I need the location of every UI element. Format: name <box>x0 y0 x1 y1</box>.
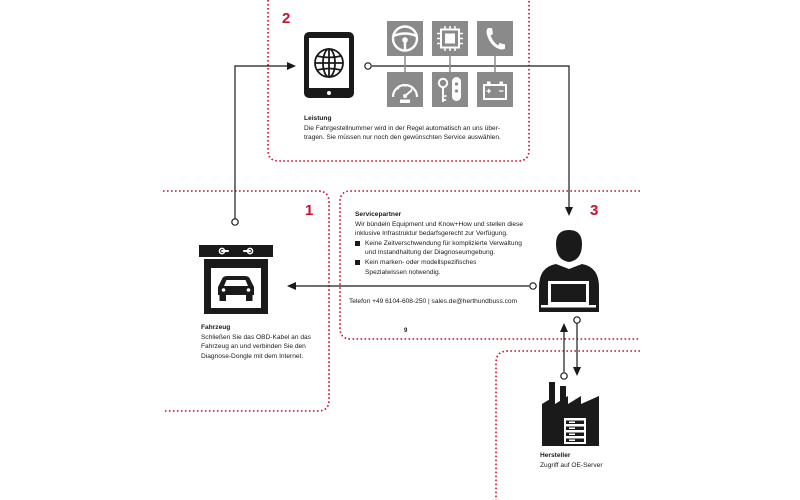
step-1-line: Schließen Sie das OBD-Kabel an das <box>201 333 311 341</box>
step-3-bullet: Keine Zeitverschwendung für komplizierte… <box>355 239 555 258</box>
region-border-step2 <box>267 0 530 162</box>
arrow-vehicle-to-service <box>234 65 288 219</box>
region-borders <box>163 0 640 500</box>
step-1-line: Fahrzeug an und verbinden Sie den <box>201 343 306 351</box>
tablet-globe-icon <box>304 32 354 98</box>
step-4-line: Zugriff auf OE-Server <box>540 461 603 469</box>
step-2-title: Leistung <box>304 115 332 122</box>
step-number-1: 1 <box>305 202 314 219</box>
person-laptop-icon <box>539 230 599 312</box>
bullet-marker <box>355 260 360 265</box>
connector-dot <box>573 316 581 324</box>
connector-dot <box>529 282 537 290</box>
speedometer-icon <box>387 72 423 107</box>
connector-dot <box>364 62 372 70</box>
step-4-text: Hersteller Zugriff auf OE-Server <box>540 451 640 470</box>
step-number-3: 3 <box>590 202 599 219</box>
region-border-step3 <box>339 190 640 340</box>
step-3-bullet-line: Spezialwissen notwendig. <box>365 268 441 276</box>
step-3-bullet: Kein marken- oder modellspezifisches Spe… <box>355 258 555 277</box>
region-border-step4 <box>495 350 640 500</box>
region-border-step1 <box>163 190 330 412</box>
page-number: 9 <box>404 328 408 334</box>
connector-dot <box>231 218 239 226</box>
step-3-line: Wir bündeln Equipment und Know+How und s… <box>355 220 524 228</box>
arrowhead-partner <box>565 207 573 216</box>
step-1-text: Fahrzeug Schließen Sie das OBD-Kabel an … <box>201 323 323 361</box>
step-3-bullet-line: und Instandhaltung der Diagnoseumgebung. <box>365 249 496 257</box>
step-1-title: Fahrzeug <box>201 324 231 331</box>
arrow-service-to-partner <box>372 65 570 208</box>
connectors <box>234 65 578 372</box>
step-3-line: inklusive Infrastruktur bedarfsgerecht z… <box>355 230 508 238</box>
chip-icon <box>432 21 468 56</box>
arrowheads <box>287 62 581 376</box>
step-2-line: Die Fahrgestellnummer wird in der Regel … <box>304 124 501 132</box>
step-2-text: Leistung Die Fahrgestellnummer wird in d… <box>304 114 524 143</box>
step-2-line: tragen. Sie müssen nur noch den gewünsch… <box>304 134 501 142</box>
steering-wheel-icon <box>387 21 423 56</box>
arrowhead-vehicle <box>287 282 296 290</box>
garage-car-icon <box>199 245 273 314</box>
factory-server-icon <box>542 382 599 446</box>
connector-dots <box>231 62 581 380</box>
service-tiles <box>387 21 513 107</box>
step-4-title: Hersteller <box>540 452 571 459</box>
arrowhead-up <box>560 323 568 332</box>
phone-icon <box>477 21 513 56</box>
connector-dot <box>560 372 568 380</box>
battery-icon <box>477 72 513 107</box>
step-number-2: 2 <box>282 10 291 27</box>
step-3-bullet-line: Kein marken- oder modellspezifisches <box>365 258 477 266</box>
car-key-icon <box>432 72 468 107</box>
step-3-text: Servicepartner Wir bündeln Equipment und… <box>355 210 555 277</box>
bullet-marker <box>355 241 360 246</box>
step-3-bullet-line: Keine Zeitverschwendung für komplizierte… <box>365 239 522 247</box>
arrowhead-down <box>573 367 581 376</box>
step-1-line: Diagnose-Dongle mit dem Internet. <box>201 352 304 360</box>
arrowhead-service <box>287 62 296 70</box>
contact-line: Telefon +49 6104-608-250 | sales.de@hert… <box>349 298 518 305</box>
step-3-title: Servicepartner <box>355 211 402 218</box>
